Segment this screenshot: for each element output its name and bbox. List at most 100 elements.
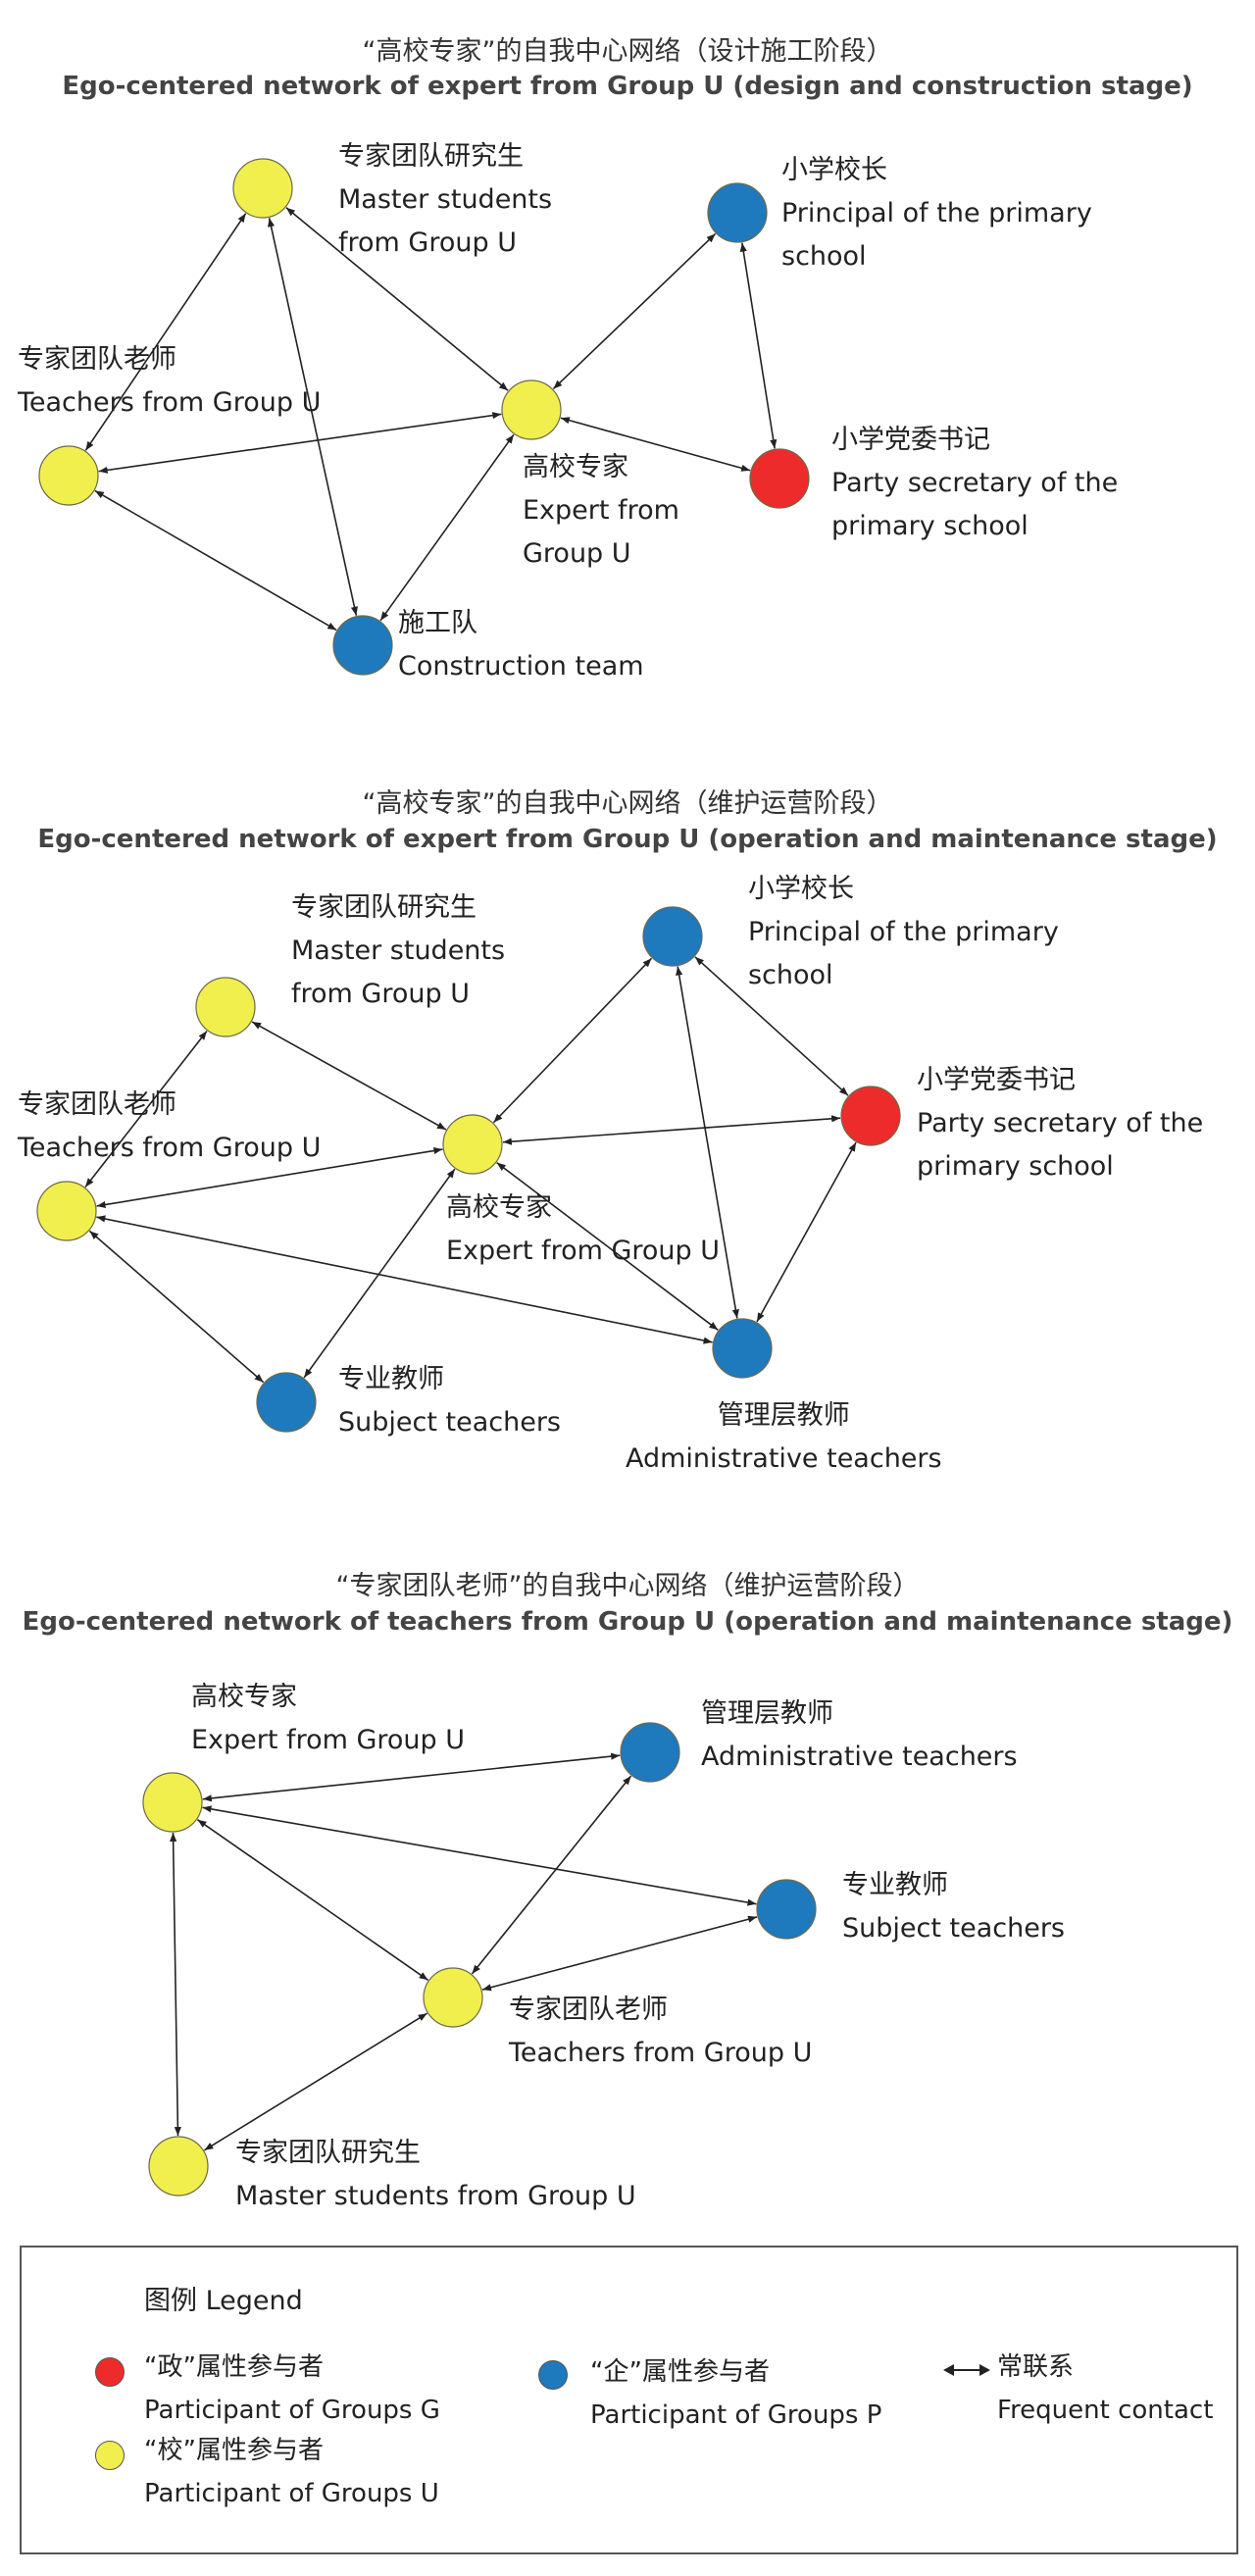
diagram-3-edge-expert-master xyxy=(170,1832,181,2137)
diagram-3-label-master-line: 专家团队研究生 xyxy=(235,2138,421,2168)
diagram-2-edge-principal-admin xyxy=(676,966,739,1319)
school-dot-icon xyxy=(95,2441,125,2470)
diagram-1-node-master xyxy=(232,158,293,219)
diagram-3-node-admin xyxy=(620,1722,680,1783)
diagram-1-label-party-line: primary school xyxy=(831,511,1029,541)
legend-school-en: Participant of Groups U xyxy=(144,2479,439,2508)
diagram-3-node-master xyxy=(148,2136,209,2197)
diagram-1-label-party-line: 小学党委书记 xyxy=(831,425,990,455)
diagram-2-label-teachers: 专家团队老师 Teachers from Group U xyxy=(18,1084,321,1170)
diagram-1-label-construction-line: 施工队 xyxy=(398,608,477,638)
legend-enterprise-zh: “企”属性参与者 xyxy=(590,2357,770,2387)
diagram-1-label-construction-line: Construction team xyxy=(398,651,644,682)
diagram-2-edge-expert-party xyxy=(502,1115,841,1145)
diagram-1-label-party-line: Party secretary of the xyxy=(831,468,1119,498)
diagram-1-label-construction: 施工队 Construction team xyxy=(398,602,644,688)
diagram-3-node-teachers xyxy=(423,1967,483,2028)
legend-contact-en: Frequent contact xyxy=(997,2396,1214,2425)
diagram-2-title-zh: “高校专家”的自我中心网络（维护运营阶段） xyxy=(362,788,893,819)
diagram-3-label-admin-line: Administrative teachers xyxy=(701,1742,1018,1772)
diagram-2-label-party-line: 小学党委书记 xyxy=(917,1065,1076,1095)
diagram-2-node-master xyxy=(195,977,256,1037)
diagram-1-label-expert-line: Expert from xyxy=(523,495,679,526)
diagram-2-label-teachers-line: Teachers from Group U xyxy=(18,1133,322,1163)
diagram-3-label-subject-line: 专业教师 xyxy=(842,1870,948,1900)
diagram-1-label-teachers-line: 专家团队老师 xyxy=(18,344,176,375)
diagram-2-label-teachers-line: 专家团队老师 xyxy=(18,1089,176,1120)
diagram-3-edge-teachers-admin xyxy=(471,1775,632,1975)
diagram-1-label-teachers-line: Teachers from Group U xyxy=(18,387,322,418)
diagram-2-label-party-line: primary school xyxy=(917,1151,1114,1182)
diagram-1-label-principal-line: 小学校长 xyxy=(781,155,887,185)
diagram-3-label-expert-line: 高校专家 xyxy=(191,1682,297,1712)
diagram-3-label-master: 专家团队研究生 Master students from Group U xyxy=(235,2132,636,2218)
diagram-2-node-subject xyxy=(256,1372,317,1433)
diagram-1-title-zh: “高校专家”的自我中心网络（设计施工阶段） xyxy=(362,36,893,67)
diagram-2-node-admin xyxy=(712,1318,773,1379)
diagram-2-node-expert xyxy=(442,1114,503,1175)
diagram-3-node-subject xyxy=(756,1879,817,1940)
diagram-2-label-expert-line: 高校专家 xyxy=(446,1192,552,1223)
diagram-2-edge-teachers-subject xyxy=(88,1230,265,1384)
diagram-2-label-subject-line: 专业教师 xyxy=(338,1364,444,1394)
diagram-1-label-expert-line: 高校专家 xyxy=(523,452,628,482)
diagram-2-label-party: 小学党委书记 Party secretary of the primary scho… xyxy=(917,1059,1203,1188)
diagram-3-edge-teachers-subject xyxy=(481,1915,758,1992)
diagram-3-edge-expert-admin xyxy=(202,1752,621,1802)
diagram-1-edge-expert-principal xyxy=(552,232,717,390)
diagram-2-label-principal-line: school xyxy=(748,960,833,990)
diagram-2-node-party xyxy=(840,1086,901,1146)
diagram-1-edge-construction-expert xyxy=(379,433,515,622)
diagram-2-title-en: Ego-centered network of expert from Grou… xyxy=(37,825,1218,854)
diagram-2-label-principal: 小学校长 Principal of the primary school xyxy=(748,868,1059,997)
legend-contact-zh: 常联系 xyxy=(997,2352,1075,2382)
diagram-2-label-admin-line: Administrative teachers xyxy=(626,1443,942,1474)
diagram-2-node-teachers xyxy=(36,1181,97,1241)
diagram-2-label-party-line: Party secretary of the xyxy=(917,1108,1204,1138)
diagram-3-label-teachers: 专家团队老师 Teachers from Group U xyxy=(509,1989,812,2075)
legend-contact: 常联系 Frequent contact xyxy=(997,2346,1213,2432)
diagram-1-node-teachers xyxy=(38,445,99,506)
diagram-2-label-master-line: 专家团队研究生 xyxy=(291,892,477,923)
diagram-1-node-principal xyxy=(707,182,768,243)
diagram-3-label-teachers-line: 专家团队老师 xyxy=(509,1995,668,2025)
diagram-2-label-subject: 专业教师 Subject teachers xyxy=(338,1358,561,1444)
diagram-1-node-party xyxy=(749,448,810,509)
diagram-1-label-principal-line: Principal of the primary xyxy=(781,198,1092,228)
diagram-3-title-en: Ego-centered network of teachers from Gr… xyxy=(22,1607,1233,1637)
diagram-1-label-party: 小学党委书记 Party secretary of the primary scho… xyxy=(831,419,1118,548)
diagram-1-label-teachers: 专家团队老师 Teachers from Group U xyxy=(18,338,321,425)
legend-government-en: Participant of Groups G xyxy=(144,2396,440,2425)
diagram-2-label-principal-line: Principal of the primary xyxy=(748,917,1059,947)
diagram-2-edge-expert-subject xyxy=(303,1168,456,1379)
diagram-3-edge-teachers-master xyxy=(203,2012,428,2151)
diagram-3-label-teachers-line: Teachers from Group U xyxy=(509,2038,813,2068)
legend-title: 图例 Legend xyxy=(144,2286,303,2316)
diagram-2-label-subject-line: Subject teachers xyxy=(338,1407,561,1438)
diagram-1-node-construction xyxy=(332,615,393,676)
diagram-2-edge-party-admin xyxy=(756,1141,857,1323)
diagram-3-label-master-line: Master students from Group U xyxy=(235,2181,636,2211)
government-dot-icon xyxy=(95,2357,125,2387)
diagram-2-node-principal xyxy=(642,906,703,967)
legend-government-zh: “政”属性参与者 xyxy=(144,2352,324,2382)
diagram-1-edge-master-teachers xyxy=(84,213,247,451)
diagram-2-label-principal-line: 小学校长 xyxy=(748,874,854,904)
legend: 图例 Legend “政”属性参与者 Participant of Groups… xyxy=(20,2246,1238,2554)
legend-enterprise: “企”属性参与者 Participant of Groups P xyxy=(590,2350,881,2437)
diagram-3-label-admin-line: 管理层教师 xyxy=(701,1698,833,1729)
diagram-2-label-expert-line: Expert from Group U xyxy=(446,1236,721,1266)
legend-school-zh: “校”属性参与者 xyxy=(144,2436,324,2465)
diagram-1-label-expert-line: Group U xyxy=(523,538,631,569)
diagram-2-label-admin-line: 管理层教师 xyxy=(717,1400,850,1431)
diagram-1-label-master-line: from Group U xyxy=(338,227,517,258)
diagram-1-label-principal-line: school xyxy=(781,241,867,272)
diagram-1-edge-teachers-construction xyxy=(94,489,337,631)
diagram-1-node-expert xyxy=(501,379,562,440)
diagram-1-label-master-line: Master students xyxy=(338,184,553,215)
